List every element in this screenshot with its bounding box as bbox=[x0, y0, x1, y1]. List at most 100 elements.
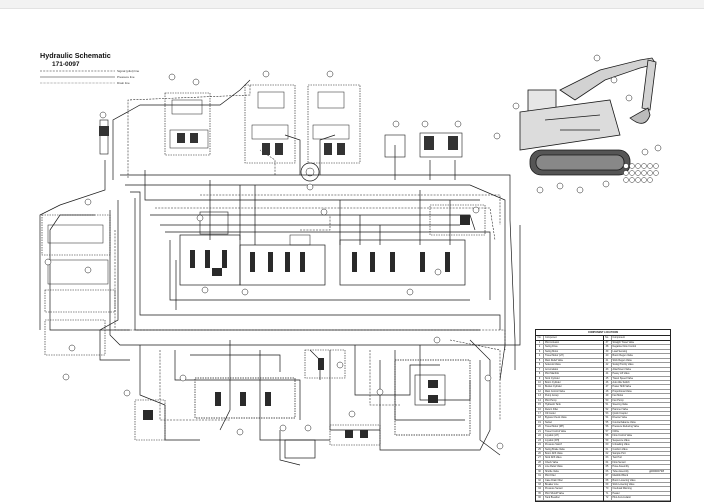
legend-row-number: 48 bbox=[604, 389, 612, 394]
legend-row-description: Counterbalance Valve bbox=[612, 420, 636, 424]
diagram-title: Hydraulic Schematic bbox=[40, 51, 111, 60]
col-header-no: No. bbox=[536, 336, 544, 340]
legend-row-description: Tank Breather bbox=[545, 496, 560, 500]
legend-row-number: 25 bbox=[536, 447, 544, 451]
legend-row-description: Swing Drive bbox=[545, 345, 558, 349]
legend-table-title: COMPONENT LOCATIONS bbox=[536, 330, 670, 336]
legend-row-description: Hose Assembly bbox=[612, 465, 629, 469]
legend-pressure-line: Pressure line bbox=[117, 75, 135, 79]
legend-row-description: Attachment Valve bbox=[612, 367, 632, 371]
legend-row-number: 22 bbox=[536, 434, 544, 438]
legend-row-description: Sample Port bbox=[612, 451, 626, 455]
legend-row-description: Stick Regen Valve bbox=[612, 358, 632, 362]
legend-row-description: Unloading Valve bbox=[612, 443, 630, 447]
legend-row-description: Swivel bbox=[545, 420, 552, 424]
legend-row-description: Pilot Pump bbox=[545, 398, 557, 402]
legend-row-number: 15 bbox=[536, 403, 544, 407]
legend-row-description: Line Relief Valve bbox=[545, 465, 563, 469]
legend-row-number: 57 bbox=[604, 429, 612, 434]
legend-row-description: Straight Travel Valve bbox=[612, 341, 635, 344]
legend-row-description: Pressure Sensor bbox=[545, 487, 563, 491]
legend-row-description: Cushion Valve bbox=[612, 447, 628, 451]
legend-row-description: Test Port bbox=[612, 456, 622, 460]
legend-row-description: Travel Motor (LH) bbox=[545, 354, 564, 358]
legend-row-description: Check Valve bbox=[545, 460, 559, 464]
legend-row-description: Swing Motor bbox=[545, 349, 559, 353]
legend-row-description: Stick Cylinder bbox=[545, 376, 560, 380]
legend-row-number: 41 bbox=[604, 358, 612, 363]
legend-row-description: Return Filter bbox=[545, 407, 559, 411]
legend-row-number: 68 bbox=[604, 478, 612, 482]
legend-row-description: Heater bbox=[612, 491, 620, 495]
legend-drain-line: Drain line bbox=[117, 81, 130, 85]
legend-row-number: 2 bbox=[536, 345, 544, 349]
legend-row-number: 50 bbox=[604, 398, 612, 403]
legend-row-number: 58 bbox=[604, 434, 612, 438]
legend-row-number: 32 bbox=[536, 478, 544, 482]
legend-row-number: 63 bbox=[604, 456, 612, 460]
legend-row-description: Pump Group bbox=[545, 394, 559, 398]
legend-row-description: Travel Control Valve bbox=[545, 429, 567, 433]
top-rule bbox=[0, 0, 704, 9]
legend-row-number: 33 bbox=[536, 483, 544, 487]
legend-row-number: 67 bbox=[604, 474, 612, 478]
legend-row-description: Hammer Valve bbox=[612, 407, 629, 411]
legend-row-description: Sequence Valve bbox=[612, 438, 630, 442]
legend-row-description: Auto Idle Switch bbox=[612, 380, 630, 384]
legend-row-number: 61 bbox=[604, 447, 612, 451]
legend-row-number: 66 bbox=[604, 469, 612, 474]
legend-row-description: Proportional Valve bbox=[612, 389, 632, 393]
legend-row-description: Pilot Filter bbox=[545, 474, 556, 478]
legend-row-number: 29 bbox=[536, 465, 544, 469]
legend-row-number: 59 bbox=[604, 438, 612, 442]
legend-row-number: 26 bbox=[536, 451, 544, 456]
legend-row-number: 64 bbox=[604, 460, 612, 465]
legend-row-description: Main Control Valve bbox=[545, 389, 566, 393]
legend-row-description: Swing Brake Valve bbox=[545, 447, 565, 451]
legend-row-description: Fan Pump bbox=[612, 398, 624, 402]
legend-row-description: Manifold Block bbox=[612, 474, 629, 478]
legend-row-description: Pilot Shutoff Valve bbox=[545, 491, 565, 495]
document-number: 171-0097 bbox=[52, 61, 80, 68]
legend-row-number: 5 bbox=[536, 358, 544, 363]
legend-row-number: 46 bbox=[604, 380, 612, 385]
legend-row-number: 35 bbox=[536, 491, 544, 496]
legend-row-description: Bypass Check Valve bbox=[545, 416, 567, 420]
legend-row-description: Boom Lowering Valve bbox=[612, 478, 636, 482]
title-block: Hydraulic Schematic bbox=[40, 51, 111, 60]
legend-row-description: Tube Assembly bbox=[612, 469, 629, 473]
legend-row-number: 4 bbox=[536, 354, 544, 358]
legend-row-number: 17 bbox=[536, 412, 544, 416]
figure-code: g00000738 bbox=[649, 469, 665, 473]
legend-row-description: Swing Priority Valve bbox=[612, 363, 634, 367]
legend-row-description: Power Shift Valve bbox=[612, 385, 632, 389]
